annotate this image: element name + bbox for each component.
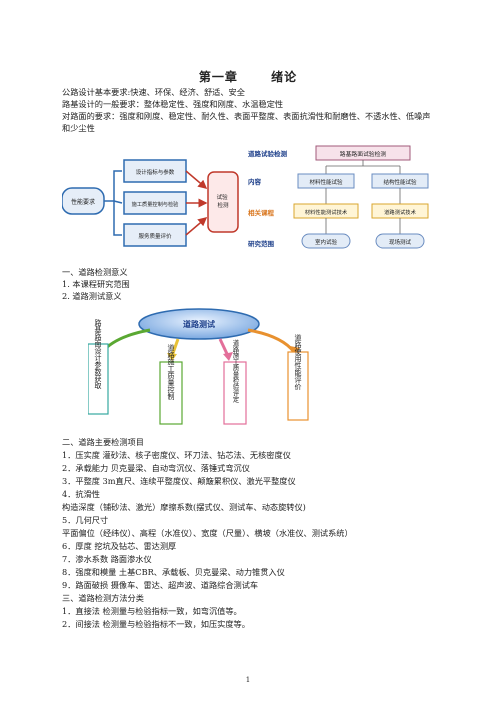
requirements-flow-diagram: 性能要求 设计指标与参数 施工质量控制与检验 服务质量评价 试验 检测 bbox=[62, 159, 239, 247]
material-testing-tech-label: 材料性能测试技术 bbox=[305, 208, 348, 216]
section1-heading: 一、道路检测意义 bbox=[62, 267, 128, 277]
label-content: 内容 bbox=[248, 177, 262, 186]
section2-item-4: 4．抗滑性 bbox=[62, 489, 100, 499]
construction-control-vertical-label: 道路施工质量控制 bbox=[167, 343, 175, 401]
section2-item-1: 1．压实度 灌砂法、核子密度仪、环刀法、钻芯法、无核密度仪 bbox=[62, 450, 291, 460]
section1-item-1: 1. 本课程研究范围 bbox=[62, 279, 130, 289]
label-related-courses: 相关课程 bbox=[248, 208, 275, 217]
section2-item-11: 9．路面破损 摄像车、雷达、超声波、道路综合测试车 bbox=[62, 580, 259, 590]
connector-line bbox=[113, 200, 123, 204]
intro-line-1: 公路设计基本要求:快速、环保、经济、舒适、安全 bbox=[62, 87, 245, 97]
indoor-test-box bbox=[301, 233, 351, 249]
field-test-box bbox=[375, 233, 425, 249]
design-params-vertical-box bbox=[88, 343, 109, 415]
construction-evaluation-vertical-box bbox=[223, 361, 247, 425]
connector-line bbox=[113, 201, 122, 236]
indoor-test-label: 室内试验 bbox=[315, 238, 338, 246]
curved-arrow-green bbox=[100, 328, 151, 354]
connector-line bbox=[104, 170, 122, 202]
arrow-head bbox=[290, 346, 300, 356]
chapter-name: 绪论 bbox=[271, 70, 298, 84]
top-box-label: 路基路面试验检测 bbox=[340, 150, 387, 158]
road-testing-significance-diagram: 道路测试 路基路面设计参数获取 道路施工质量控制 道路施工质量检验评定 道路使用… bbox=[88, 308, 309, 425]
section2-item-3: 3．平整度 3m直尺、连续平整度仪、颠簸累积仪、激光平整度仪 bbox=[62, 476, 296, 486]
section2-item-7: 平面偏位（经纬仪）、高程（水准仪）、宽度（尺量）、横坡（水准仪、测试系统） bbox=[62, 528, 353, 538]
curved-arrow-yellow bbox=[170, 338, 180, 357]
intro-line-3: 对路面的要求：强度和刚度、稳定性、耐久性、表面平整度、表面抗滑性和耐磨性、不透水… bbox=[62, 111, 431, 133]
usage-performance-vertical-label: 道路使用性能评价 bbox=[294, 333, 302, 390]
testing-box bbox=[207, 171, 239, 233]
arrow-head bbox=[223, 352, 233, 361]
testing-box-label-line: 检测 bbox=[217, 201, 229, 209]
road-testing-tech-label: 道路测试技术 bbox=[384, 208, 416, 216]
testing-box-label-line: 试验 bbox=[217, 193, 229, 201]
section2-item-5: 构造深度（铺砂法、激光）摩擦系数(摆式仪、测试车、动态旋转仪) bbox=[62, 502, 306, 512]
section2-item-8: 6．厚度 挖坑及钻芯、雷达测厚 bbox=[62, 541, 177, 551]
section3-item-2: 2．间接法 检测量与检验指标不一致，如压实度等。 bbox=[62, 619, 250, 629]
curved-arrow-pink bbox=[218, 338, 230, 357]
construction-evaluation-vertical-label: 道路施工质量检验评定 bbox=[232, 338, 239, 404]
construction-qc-label: 施工质量控制与检验 bbox=[132, 200, 180, 208]
intro-line-2: 路基设计的一般要求：整体稳定性、强度和刚度、水温稳定性 bbox=[62, 99, 284, 109]
structure-performance-label: 结构性能试验 bbox=[383, 178, 417, 186]
requirements-box-label: 性能要求 bbox=[71, 198, 95, 206]
usage-performance-vertical-box bbox=[287, 351, 309, 421]
chapter-title: 第一章 绪论 bbox=[0, 68, 496, 85]
section3-item-1: 1．直接法 检测量与检验指标一致，如弯沉值等。 bbox=[62, 606, 242, 616]
tree-connector bbox=[325, 188, 401, 204]
service-quality-label: 服务质量评价 bbox=[138, 232, 172, 240]
material-performance-label: 材料性能试验 bbox=[309, 178, 343, 186]
construction-control-vertical-box bbox=[159, 361, 183, 425]
arrow bbox=[185, 170, 208, 189]
section1-item-2: 2. 道路测试意义 bbox=[62, 291, 122, 301]
label-road-testing: 道路试验检测 bbox=[248, 149, 288, 158]
page-number: 1 bbox=[245, 676, 251, 684]
center-ellipse-label: 道路测试 bbox=[183, 319, 215, 329]
tree-connector bbox=[325, 160, 401, 174]
label-research-scope: 研究范围 bbox=[248, 239, 275, 248]
testing-box-label: 试验 检测 bbox=[217, 193, 230, 209]
field-test-label: 现场测试 bbox=[389, 238, 412, 246]
curved-arrow-orange bbox=[247, 328, 296, 353]
design-params-label: 设计指标与参数 bbox=[136, 168, 175, 176]
section3-heading: 三、道路检测方法分类 bbox=[62, 593, 144, 603]
section2-item-2: 2．承载能力 贝克曼梁、自动弯沉仪、落锤式弯沉仪 bbox=[62, 463, 250, 473]
section2-heading: 二、道路主要检测项目 bbox=[62, 437, 144, 447]
center-ellipse bbox=[138, 308, 260, 340]
section2-item-10: 8．强度和模量 土基CBR、承载板、贝克曼梁、动力锥贯入仪 bbox=[62, 567, 285, 577]
testing-content-diagram: 道路试验检测 内容 相关课程 研究范围 路基路面试验检测 材料性能试验 结构性能… bbox=[248, 145, 429, 249]
section2-item-6: 5．几何尺寸 bbox=[62, 515, 109, 525]
section2-item-9: 7．渗水系数 路面渗水仪 bbox=[62, 554, 152, 564]
chapter-number: 第一章 bbox=[198, 70, 238, 84]
design-params-vertical-label: 路基路面设计参数获取 bbox=[94, 318, 102, 390]
arrow bbox=[185, 217, 208, 236]
arrow-head bbox=[167, 353, 177, 361]
tree-connector bbox=[325, 218, 401, 234]
